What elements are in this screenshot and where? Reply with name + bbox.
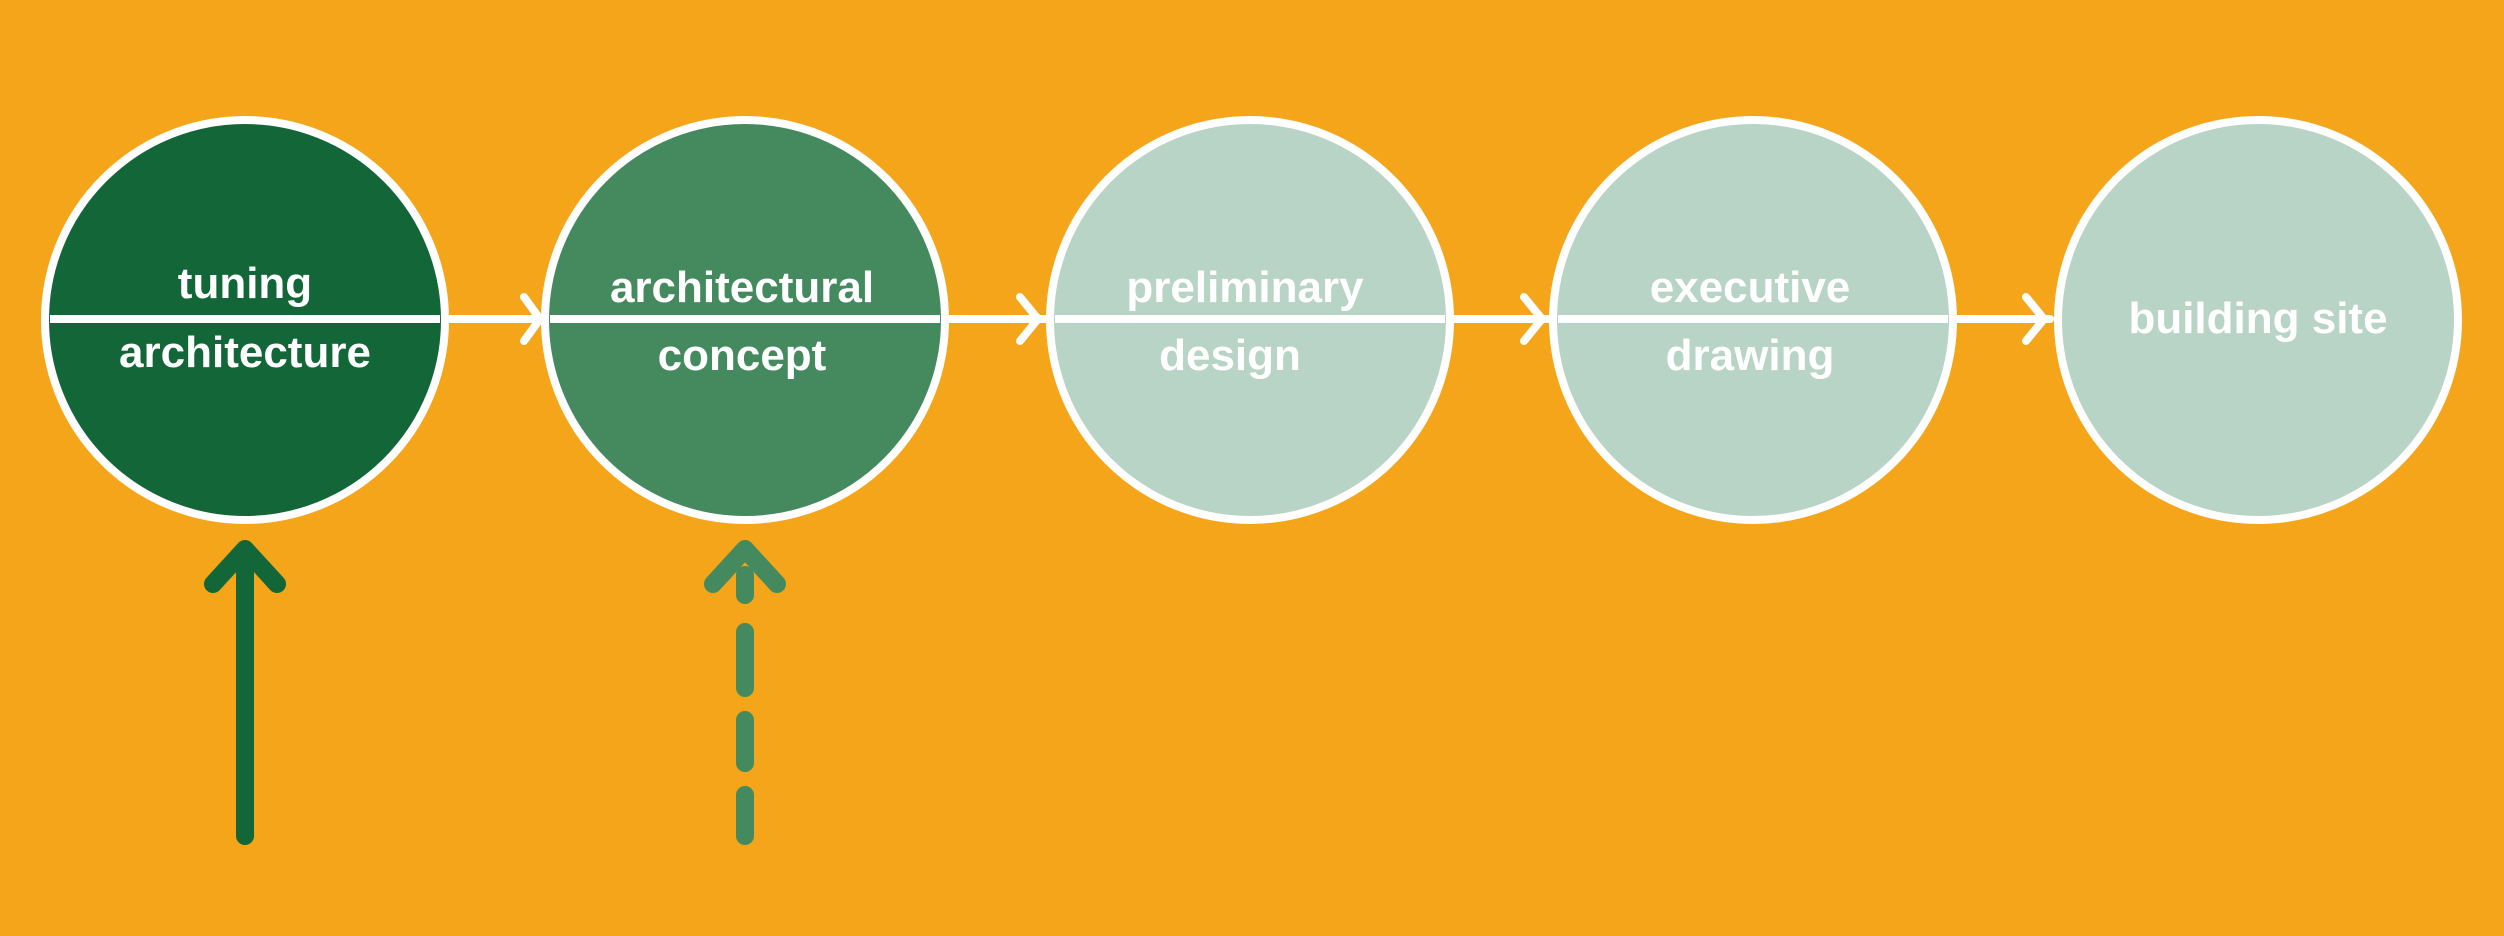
step-architectural-concept: architectural concept <box>541 116 949 524</box>
connector-arrow-4 <box>2022 293 2048 345</box>
step-executive-drawing: executive drawing <box>1549 116 1957 524</box>
step-preliminary-design: preliminary design <box>1046 116 1454 524</box>
step-5-line-1: building site <box>2128 294 2387 343</box>
dashed-arrow-head <box>704 540 786 593</box>
step-2-line-2: concept <box>658 331 827 380</box>
step-1-line-2: architecture <box>119 328 371 377</box>
connector-arrow-2 <box>1016 293 1042 345</box>
step-building-site: building site <box>2054 116 2462 524</box>
step-circle-5 <box>2054 116 2462 524</box>
step-3-line-1: preliminary <box>1126 263 1364 312</box>
step-1-line-1: tuning <box>178 259 312 308</box>
step-3-line-2: design <box>1159 331 1301 380</box>
step-tuning-architecture: tuning architecture <box>41 116 449 524</box>
connector-arrow-1 <box>520 293 544 345</box>
solid-arrow-head <box>204 540 286 593</box>
dashed-up-arrow <box>704 540 786 845</box>
step-4-line-1: executive <box>1650 263 1851 312</box>
step-2-line-1: architectural <box>610 263 874 312</box>
step-4-line-2: drawing <box>1666 331 1835 380</box>
connector-arrow-3 <box>1520 293 1546 345</box>
solid-up-arrow <box>204 540 286 845</box>
